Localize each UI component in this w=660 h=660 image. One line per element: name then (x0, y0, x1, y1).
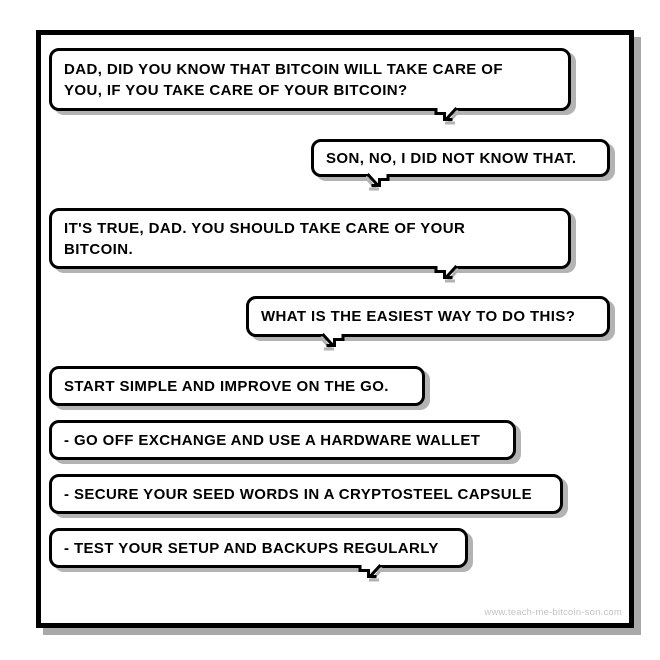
speech-bubble: - SECURE YOUR SEED WORDS IN A CRYPTOSTEE… (49, 474, 563, 514)
bubble-tail-icon (434, 106, 460, 125)
speech-bubble: IT'S TRUE, DAD. YOU SHOULD TAKE CARE OF … (49, 208, 571, 283)
bubble-text: - TEST YOUR SETUP AND BACKUPS REGULARLY (64, 539, 439, 557)
speech-bubble: - TEST YOUR SETUP AND BACKUPS REGULARLY (49, 528, 468, 582)
bubble-tail-icon (364, 172, 390, 191)
bubble-tail-icon (319, 332, 345, 351)
bubble-tail-icon (434, 264, 460, 283)
speech-bubble: SON, NO, I DID NOT KNOW THAT. (311, 139, 610, 191)
bubble-text: - GO OFF EXCHANGE AND USE A HARDWARE WAL… (64, 431, 481, 449)
speech-bubble: DAD, DID YOU KNOW THAT BITCOIN WILL TAKE… (49, 48, 571, 125)
bubble-text: DAD, DID YOU KNOW THAT BITCOIN WILL TAKE… (64, 60, 503, 99)
bubble-text: IT'S TRUE, DAD. YOU SHOULD TAKE CARE OF … (64, 219, 466, 258)
bubble-text: SON, NO, I DID NOT KNOW THAT. (326, 149, 577, 167)
bubble-text: - SECURE YOUR SEED WORDS IN A CRYPTOSTEE… (64, 485, 532, 503)
speech-bubble: WHAT IS THE EASIEST WAY TO DO THIS? (246, 296, 610, 351)
speech-bubble: - GO OFF EXCHANGE AND USE A HARDWARE WAL… (49, 420, 516, 460)
speech-bubble: START SIMPLE AND IMPROVE ON THE GO. (49, 366, 425, 406)
bubble-text: WHAT IS THE EASIEST WAY TO DO THIS? (261, 308, 576, 325)
website-url: www.teach-me-bitcoin-son.com (484, 607, 622, 618)
bubble-text: START SIMPLE AND IMPROVE ON THE GO. (64, 377, 389, 395)
bubble-tail-icon (358, 563, 384, 582)
